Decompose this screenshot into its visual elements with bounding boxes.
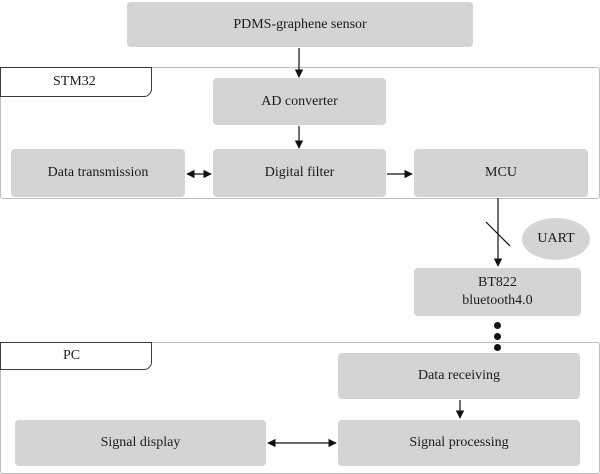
data-receiving-node: Data receiving (338, 353, 580, 399)
pc-group-title: PC (0, 342, 152, 370)
ellipsis-dot-1 (494, 322, 501, 329)
ellipsis-dot-2 (494, 333, 501, 340)
stm32-group-title: STM32 (0, 67, 152, 97)
mcu-node: MCU (414, 149, 588, 197)
signal-display-node: Signal display (15, 420, 266, 466)
digital-filter-node: Digital filter (213, 149, 386, 197)
bt822-node: BT822 bluetooth4.0 (414, 268, 581, 316)
signal-processing-node: Signal processing (338, 420, 580, 466)
uart-label-node: UART (522, 218, 590, 260)
bt822-protocol: bluetooth4.0 (462, 293, 533, 308)
uart-bus-slash (485, 221, 511, 247)
data-transmission-node: Data transmission (11, 149, 185, 197)
bt822-model: BT822 (478, 275, 517, 290)
ad-converter-node: AD converter (213, 78, 386, 125)
sensor-node: PDMS-graphene sensor (127, 2, 473, 47)
ellipsis-dot-3 (494, 344, 501, 351)
